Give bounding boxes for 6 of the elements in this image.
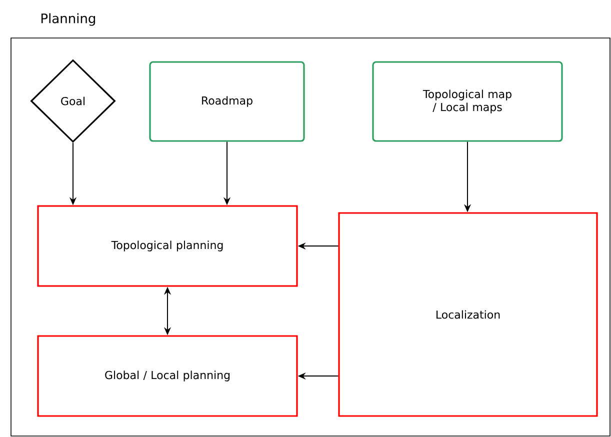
input-box: Roadmap: [149, 61, 305, 142]
node-label: Planning: [41, 13, 96, 26]
process-box: Localization: [338, 212, 598, 417]
process-box: Topological planning: [37, 205, 298, 287]
process-box: Global / Local planning: [37, 335, 298, 417]
input-box: Topological map / Local maps: [372, 61, 563, 142]
